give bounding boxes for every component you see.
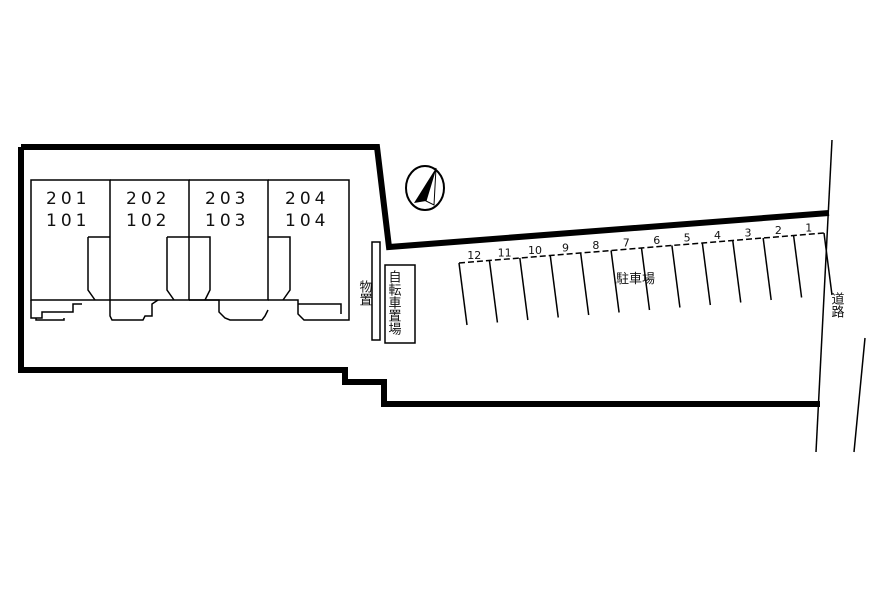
road-edge-left [815,139,833,453]
stall-number: 2 [775,224,782,237]
unit-upper-label: 201 [46,189,90,209]
site-boundary-left [18,147,820,407]
stall-divider [823,232,833,296]
stall-divider [671,245,681,308]
stall-number: 4 [714,229,721,242]
stall-divider [579,252,590,316]
storage-shed [371,241,381,341]
stall-number: 12 [467,249,481,262]
unit-lower-label: 101 [46,211,90,231]
stall-divider [458,262,468,326]
stall-number: 3 [744,226,751,239]
unit-upper-label: 204 [285,189,329,209]
unit-lower-label: 103 [205,211,249,231]
stall-divider [519,257,529,321]
stall-number: 8 [592,239,599,252]
bicycle-parking-label: 自転車置場 [386,270,402,335]
stall-divider [640,247,651,311]
unit-lower-label: 102 [126,211,170,231]
stall-number: 11 [498,246,512,259]
stall-number: 6 [653,234,660,247]
stall-divider [792,235,803,298]
unit-lower-label: 104 [285,211,329,231]
stall-number: 9 [562,241,569,254]
site-boundary [21,144,830,251]
stall-number: 10 [528,244,542,257]
unit-block [268,179,350,321]
road-label: 道路 [829,292,845,318]
stall-divider [762,237,772,301]
unit-upper-label: 202 [126,189,170,209]
building: 201 101 202 102 203 103 204 104 [30,179,350,321]
stall-number: 5 [684,231,691,244]
road-edge-right [853,337,866,453]
stall-number: 7 [623,236,630,249]
stall-divider [701,242,712,306]
unit-block [109,179,190,321]
parking-label: 駐車場 [616,272,655,287]
bicycle-parking [384,264,416,344]
unit-upper-label: 203 [205,189,249,209]
parking-stalls: 12 11 10 9 8 7 6 5 4 3 2 1 [458,221,833,326]
stall-number: 1 [805,221,812,234]
stall-divider [610,250,620,313]
stall-divider [488,260,499,323]
unit-block [189,179,269,321]
north-arrow-icon [405,165,445,211]
stall-divider [732,240,742,303]
stall-divider [549,255,559,318]
storage-label: 物置 [357,280,373,306]
